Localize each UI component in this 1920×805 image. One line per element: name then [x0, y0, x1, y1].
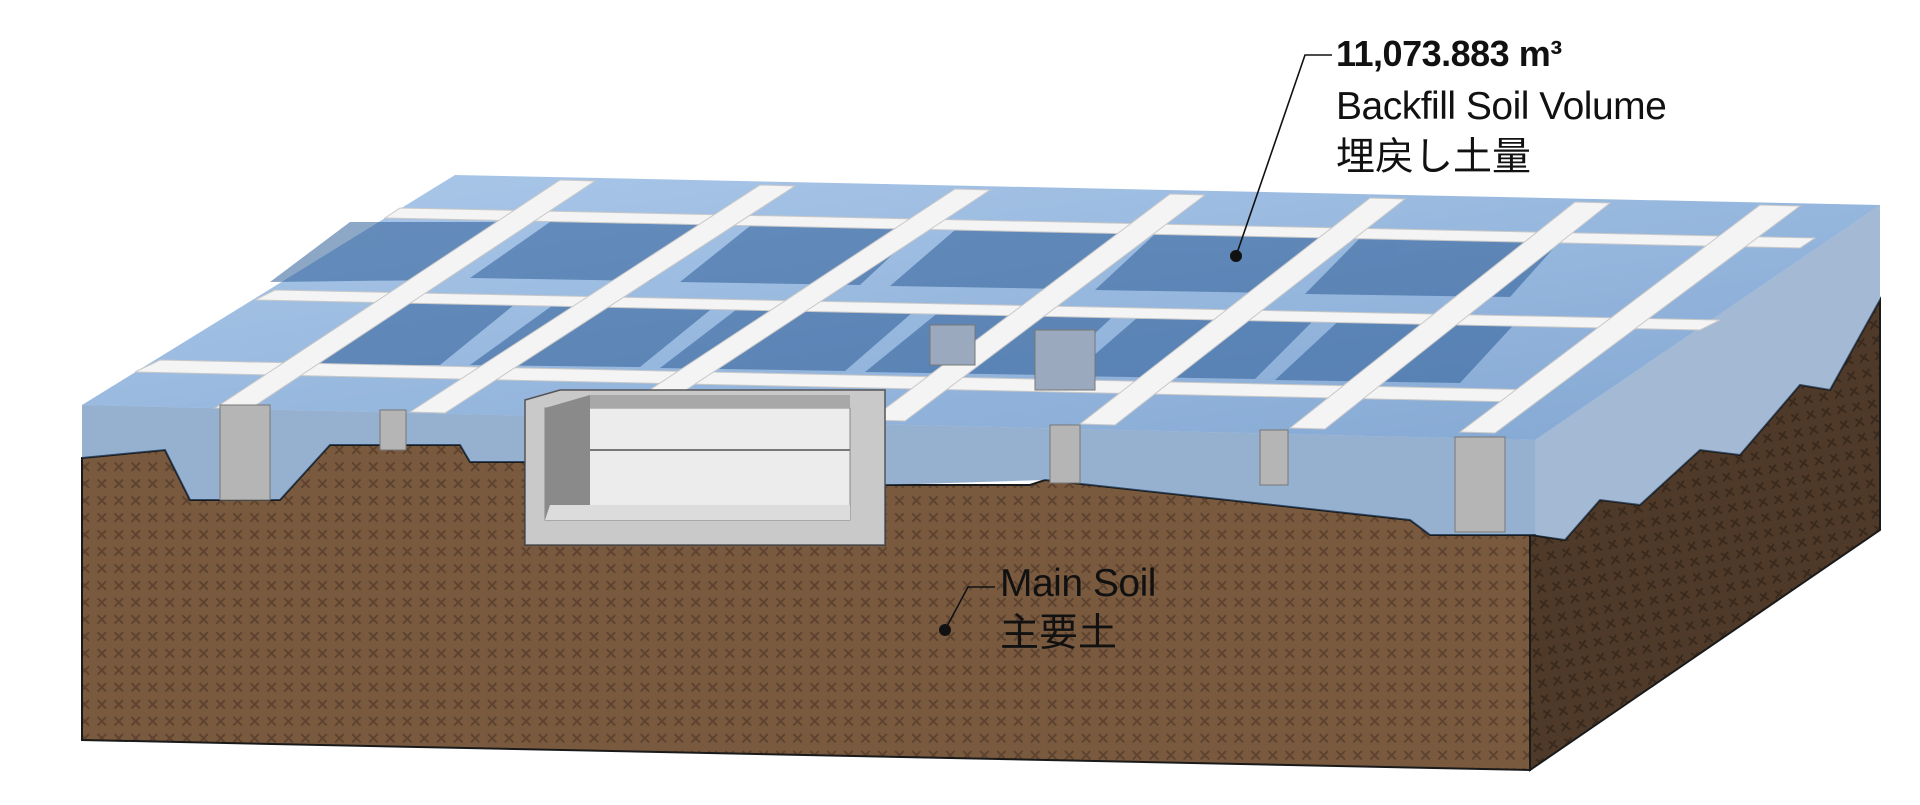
grid-beams — [134, 179, 1817, 434]
main-soil-label-ja: 主要土 — [1000, 611, 1118, 656]
main-soil-leader — [944, 586, 995, 631]
callout-leaders — [944, 54, 1332, 631]
columns — [219, 324, 1506, 533]
backfill-side — [1535, 205, 1880, 540]
backfill-marker — [1230, 250, 1242, 262]
main-soil-label-en: Main Soil — [1000, 562, 1156, 605]
backfill-front — [82, 400, 1535, 535]
backfill-label-ja: 埋戻し土量 — [1336, 135, 1532, 180]
concrete-pit — [524, 389, 886, 546]
backfill-leader — [1235, 54, 1332, 257]
main-soil-marker — [939, 624, 951, 636]
backfill-label-en: Backfill Soil Volume — [1336, 85, 1667, 128]
backfill-volume-value: 11,073.883 m³ — [1336, 33, 1562, 74]
